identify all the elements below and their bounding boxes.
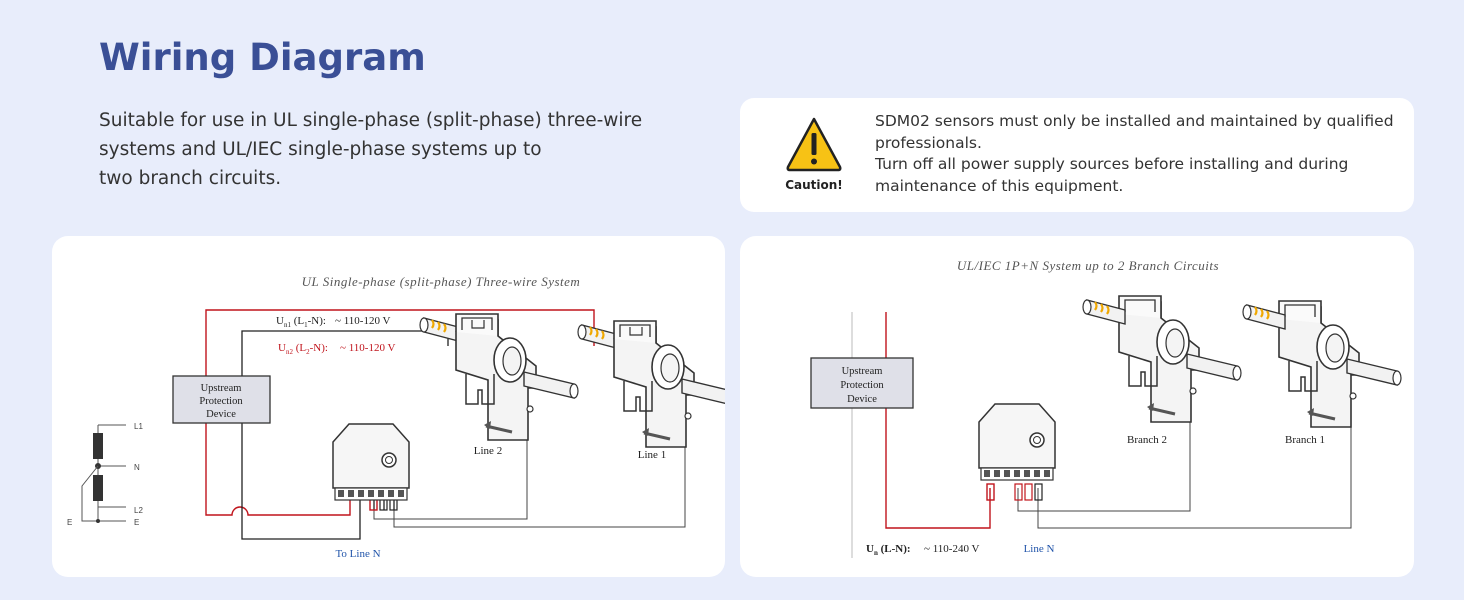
device-line: Device — [206, 409, 236, 420]
label-l1: L1 — [134, 422, 143, 431]
device-line: Upstream — [201, 383, 242, 394]
description-line: two branch circuits. — [99, 168, 282, 189]
iec-diagram-title: UL/IEC 1P+N System up to 2 Branch Circui… — [957, 258, 1219, 273]
ct-sensor-line1 — [576, 319, 725, 449]
iec-wiring-diagram: UL/IEC 1P+N System up to 2 Branch Circui… — [810, 258, 1403, 558]
red-wire-line — [885, 312, 991, 529]
u-n1-label: Un1 (L1-N): — [276, 315, 326, 329]
iec-diagram-card: UL/IEC 1P+N System up to 2 Branch Circui… — [740, 236, 1414, 577]
upstream-protection-device — [810, 357, 914, 409]
branch2-label: Branch 2 — [1127, 434, 1167, 446]
branch1-label: Branch 1 — [1285, 434, 1325, 446]
ul-diagram-card: UL Single-phase (split-phase) Three-wire… — [52, 236, 725, 577]
line1-sensor-lead — [393, 422, 686, 528]
label-e-right: E — [134, 518, 139, 527]
device-line: Device — [847, 394, 877, 405]
description: Suitable for use in UL single-phase (spl… — [99, 106, 659, 193]
meter-terminal-red — [1024, 483, 1033, 501]
meter-terminal — [1034, 483, 1043, 501]
ct-sensor-branch1 — [1241, 299, 1403, 429]
line-n-label: Line N — [1024, 543, 1055, 555]
line2-label: Line 2 — [474, 445, 502, 457]
meter-terminal-red — [1014, 483, 1023, 501]
voltage-1: ~ 110-120 V — [335, 315, 391, 327]
u-n2-label: Un2 (L2-N): — [278, 342, 328, 356]
split-phase-source: L1 N L2 E E — [67, 422, 143, 527]
upstream-protection-device — [172, 375, 271, 424]
caution-box: Caution! SDM02 sensors must only be inst… — [740, 98, 1414, 212]
caution-line: professionals. — [875, 133, 982, 152]
ul-wiring-diagram: UL Single-phase (split-phase) Three-wire… — [67, 274, 725, 560]
device-line: Protection — [199, 396, 243, 407]
warning-triangle-icon — [786, 117, 842, 172]
label-e-left: E — [67, 518, 72, 527]
page-title: Wiring Diagram — [99, 36, 426, 79]
caution-text: SDM02 sensors must only be installed and… — [875, 111, 1395, 197]
black-wire-neutral — [241, 422, 361, 540]
to-line-n-label: To Line N — [335, 548, 380, 560]
energy-meter — [978, 403, 1056, 481]
device-line: Protection — [840, 380, 884, 391]
label-n: N — [134, 463, 140, 472]
caution-line: maintenance of this equipment. — [875, 176, 1124, 195]
caution-label: Caution! — [785, 178, 843, 192]
description-line: systems and UL/IEC single-phase systems … — [99, 139, 542, 160]
ct-sensor-line2 — [418, 312, 579, 442]
energy-meter — [332, 423, 410, 501]
line2-sensor-lead — [373, 416, 528, 520]
meter-terminal-red — [986, 483, 995, 501]
ct-sensor-branch2 — [1081, 294, 1243, 424]
branch1-sensor-lead — [1037, 401, 1352, 529]
line1-label: Line 1 — [638, 449, 666, 461]
device-line: Upstream — [842, 366, 883, 377]
voltage-2: ~ 110-120 V — [340, 342, 396, 354]
ul-diagram-title: UL Single-phase (split-phase) Three-wire… — [302, 274, 581, 289]
caution-line: Turn off all power supply sources before… — [875, 155, 1349, 173]
iec-voltage: ~ 110-240 V — [924, 543, 980, 555]
black-wire-top — [241, 330, 449, 382]
label-l2: L2 — [134, 506, 143, 515]
caution-line: SDM02 sensors must only be installed and… — [875, 112, 1394, 130]
description-line: Suitable for use in UL single-phase (spl… — [99, 110, 643, 131]
u-n-label: Un (L-N): — [866, 543, 911, 557]
red-wire-l2 — [205, 422, 351, 516]
